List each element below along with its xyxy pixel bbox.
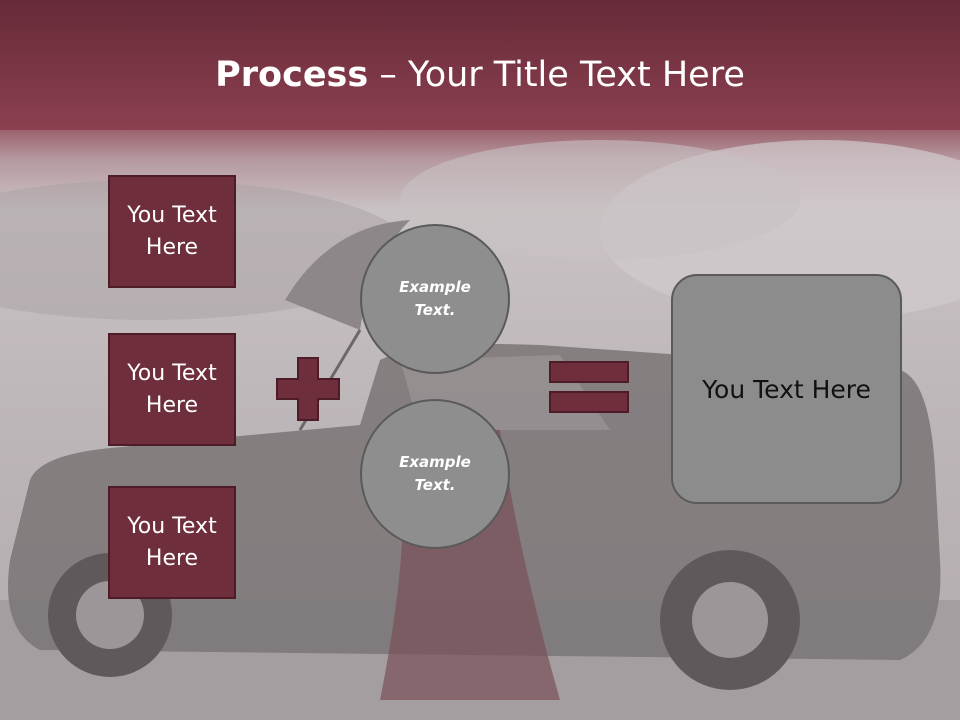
example-circle-label: Example Text. [399, 278, 471, 319]
plus-icon [276, 357, 340, 421]
example-circle-label: Example Text. [399, 453, 471, 494]
title-rest-part: – Your Title Text Here [368, 55, 745, 95]
header-band [0, 0, 960, 130]
left-text-box-2[interactable]: You Text Here [108, 333, 236, 446]
slide-title: Process – Your Title Text Here [0, 52, 960, 98]
result-text-box[interactable]: You Text Here [671, 274, 902, 504]
result-text: You Text Here [702, 374, 871, 404]
left-text-box-1[interactable]: You Text Here [108, 175, 236, 288]
example-circle-1[interactable]: Example Text. [360, 224, 510, 374]
left-text-box-3[interactable]: You Text Here [108, 486, 236, 599]
left-text-box-label: You Text Here [127, 202, 217, 260]
example-circle-2[interactable]: Example Text. [360, 399, 510, 549]
left-text-box-label: You Text Here [127, 360, 217, 418]
equals-icon [549, 361, 629, 413]
left-text-box-label: You Text Here [127, 513, 217, 571]
title-bold-part: Process [215, 55, 369, 95]
